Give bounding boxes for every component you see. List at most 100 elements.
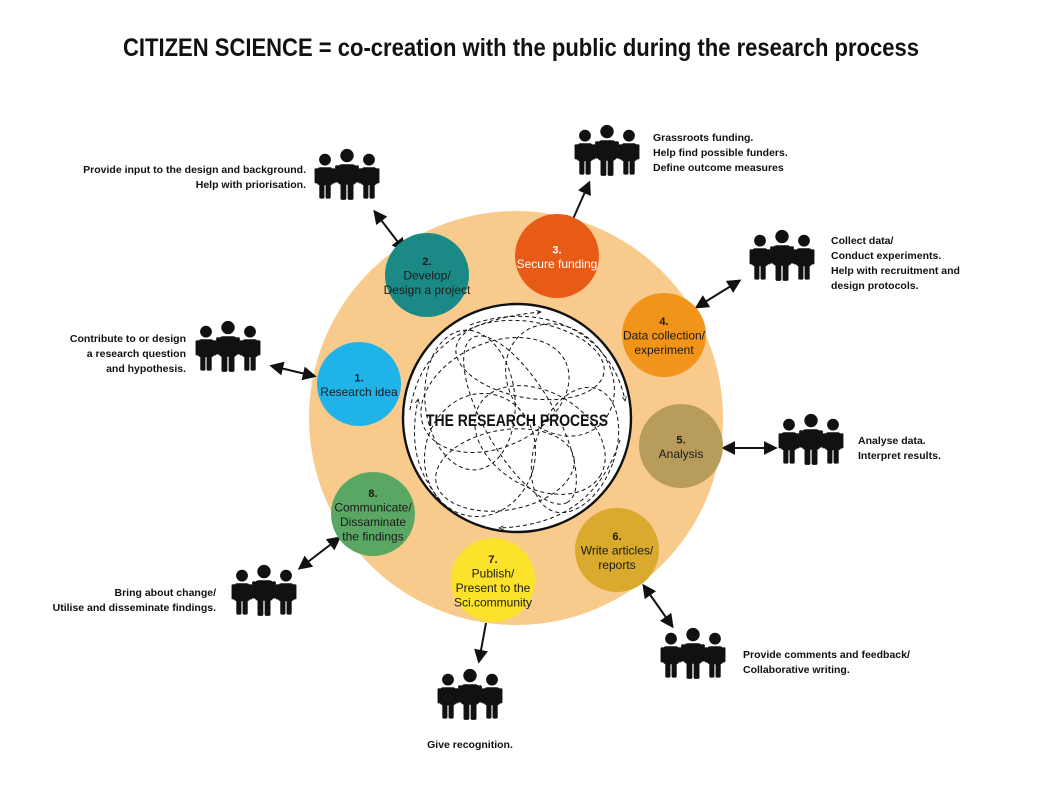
step-label: Dissaminate	[340, 515, 406, 529]
step-circle	[515, 214, 599, 298]
person-icon	[704, 632, 726, 678]
step-label: Communicate/	[334, 500, 412, 514]
step-number: 2.	[422, 256, 431, 268]
step-label: Analysis	[659, 447, 704, 461]
person-icon	[618, 129, 640, 175]
step-note-publish: Give recognition.	[427, 739, 513, 751]
person-icon	[252, 564, 276, 616]
center-label: THE RESEARCH PROCESS	[426, 411, 608, 430]
note-line: Collect data/	[831, 235, 894, 247]
person-icon	[239, 325, 261, 371]
step-circle	[385, 233, 469, 317]
step-label: Design a project	[384, 283, 471, 297]
step-note-develop: Provide input to the design and backgrou…	[83, 164, 306, 191]
step-label: Develop/	[403, 269, 451, 283]
person-icon	[437, 673, 459, 719]
step-secure-funding: 3.Secure funding	[515, 214, 599, 298]
note-line: and hypothesis.	[106, 363, 186, 375]
note-line: Analyse data.	[858, 435, 926, 447]
note-line: Interpret results.	[858, 450, 941, 462]
step-note-communicate: Bring about change/Utilise and dissemina…	[53, 587, 216, 614]
person-icon	[275, 569, 297, 615]
step-circle	[451, 538, 535, 622]
step-label: Secure funding	[517, 257, 598, 271]
step-number: 5.	[676, 434, 685, 446]
step-number: 4.	[659, 316, 668, 328]
person-icon	[822, 418, 844, 464]
note-line: Provide comments and feedback/	[743, 649, 910, 661]
step-number: 6.	[612, 531, 621, 543]
step-number: 7.	[488, 554, 497, 566]
step-number: 8.	[368, 488, 377, 500]
step-note-data-collection: Collect data/Conduct experiments.Help wi…	[831, 235, 960, 292]
note-line: Contribute to or design	[70, 333, 186, 345]
step-note-write-articles: Provide comments and feedback/Collaborat…	[743, 649, 910, 676]
person-icon	[195, 325, 217, 371]
step-note-analysis: Analyse data. Interpret results.	[858, 435, 941, 462]
person-icon	[574, 129, 596, 175]
person-icon	[799, 413, 823, 465]
step-develop: 2.Develop/Design a project	[384, 233, 471, 317]
people-group-icon	[574, 124, 640, 176]
double-arrow-icon	[297, 536, 342, 570]
step-number: 1.	[354, 372, 363, 384]
arrow-layer	[269, 180, 778, 664]
people-group-icon	[660, 627, 726, 679]
person-icon	[778, 418, 800, 464]
step-label: Present to the	[456, 581, 531, 595]
note-line: Provide input to the design and backgrou…	[83, 164, 306, 176]
step-research-idea: 1.Research idea	[317, 342, 401, 426]
note-line: design protocols.	[831, 280, 919, 292]
step-circle	[575, 508, 659, 592]
step-label: Data collection/	[623, 329, 706, 343]
step-write-articles: 6.Write articles/reports	[575, 508, 659, 592]
note-line: Help find possible funders.	[653, 147, 788, 159]
inner-circle	[403, 304, 631, 532]
people-group-icon	[749, 229, 815, 281]
step-data-collection: 4.Data collection/experiment	[622, 293, 706, 377]
step-label: Sci.community	[454, 595, 532, 609]
people-group-icon	[231, 564, 297, 616]
note-line: Utilise and disseminate findings.	[53, 602, 216, 614]
page-title: CITIZEN SCIENCE = co-creation with the p…	[123, 34, 919, 62]
people-group-icon	[437, 668, 503, 720]
step-label: reports	[598, 558, 635, 572]
note-line: a research question	[87, 348, 186, 360]
person-icon	[660, 632, 682, 678]
step-label: Write articles/	[581, 544, 654, 558]
person-icon	[216, 320, 240, 372]
people-layer	[195, 124, 844, 720]
double-arrow-icon	[269, 361, 317, 381]
note-line: Grassroots funding.	[653, 132, 753, 144]
step-layer: 1.Research idea 2.Develop/Design a projec…	[317, 214, 723, 622]
step-analysis: 5.Analysis	[639, 404, 723, 488]
double-arrow-icon	[474, 622, 488, 664]
people-group-icon	[195, 320, 261, 372]
person-icon	[770, 229, 794, 281]
note-line: Define outcome measures	[653, 162, 784, 174]
note-line: Give recognition.	[427, 739, 513, 751]
person-icon	[749, 234, 771, 280]
step-note-secure-funding: Grassroots funding. Help find possible fu…	[653, 132, 788, 174]
people-group-icon	[778, 413, 844, 465]
step-circle	[622, 293, 706, 377]
double-arrow-icon	[642, 583, 674, 629]
note-layer: Contribute to or design a research questi…	[53, 132, 960, 751]
note-line: Bring about change/	[114, 587, 216, 599]
person-icon	[481, 673, 503, 719]
note-line: Help with recruitment and	[831, 265, 960, 277]
step-circle	[331, 472, 415, 556]
person-icon	[335, 148, 359, 200]
person-icon	[314, 153, 336, 199]
person-icon	[681, 627, 705, 679]
note-line: Collaborative writing.	[743, 664, 850, 676]
research-process-tangle	[409, 302, 637, 529]
person-icon	[793, 234, 815, 280]
note-line: Help with priorisation.	[196, 179, 306, 191]
person-icon	[458, 668, 482, 720]
person-icon	[231, 569, 253, 615]
